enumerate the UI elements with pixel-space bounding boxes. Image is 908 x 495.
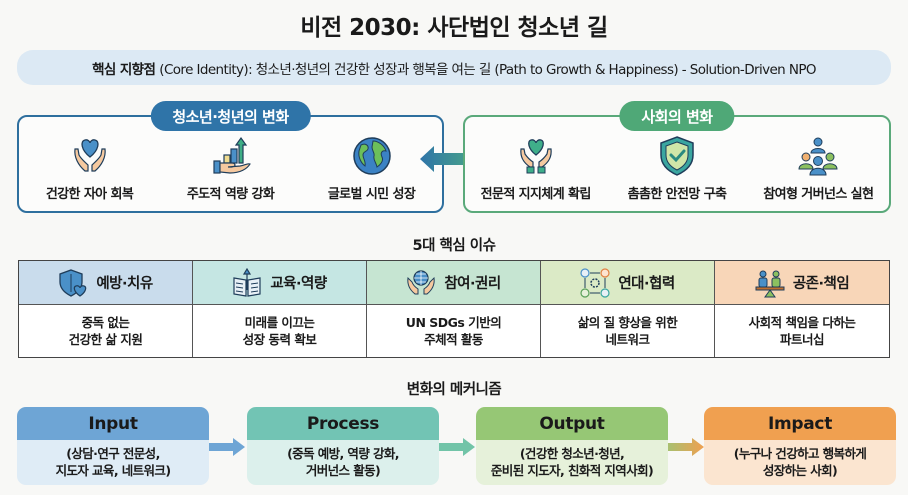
bidirectional-arrow-icon bbox=[420, 146, 488, 172]
social-item-label: 촘촘한 안전망 구축 bbox=[627, 187, 727, 202]
flow-step-label: Output bbox=[476, 407, 668, 440]
book-arrow-icon bbox=[233, 267, 261, 297]
issue-header: 예방·치유 bbox=[19, 261, 193, 305]
page-title: 비전 2030: 사단법인 청소년 길 bbox=[300, 15, 608, 41]
social-item-label: 전문적 지지체계 확립 bbox=[480, 187, 592, 202]
youth-item: 건강한 자아 회복 bbox=[20, 135, 160, 202]
issue-label: 참여·권리 bbox=[444, 276, 501, 292]
flow-step-process: Process (중독 예방, 역량 강화, 거버넌스 활동) bbox=[247, 407, 439, 485]
flow-step-desc: (상담·연구 전문성, 지도자 교육, 네트워크) bbox=[17, 440, 209, 485]
issue-label: 연대·협력 bbox=[618, 276, 675, 292]
issues-title: 5대 핵심 이슈 bbox=[412, 238, 496, 254]
arrow-right-icon bbox=[209, 438, 245, 456]
social-change-panel: 사회의 변화 전문적 지지체계 확립 촘촘한 안전망 구축 bbox=[463, 101, 891, 213]
flow-step-output: Output (건강한 청소년·청년, 준비된 지도자, 친화적 지역사회) bbox=[476, 407, 668, 485]
issue-header: 교육·역량 bbox=[193, 261, 367, 305]
identity-label: 핵심 지향점 bbox=[92, 61, 156, 78]
arrow-right-icon bbox=[439, 438, 475, 456]
shield-heart-icon bbox=[59, 268, 87, 297]
issue-description: 미래를 이끄는 성장 동력 확보 bbox=[193, 305, 367, 357]
hands-globe-icon bbox=[407, 269, 436, 294]
issue-description: 삶의 질 향상을 위한 네트워크 bbox=[541, 305, 715, 357]
issue-description: 사회적 책임을 다하는 파트너십 bbox=[748, 314, 856, 348]
social-item: 참여형 거버넌스 실현 bbox=[748, 135, 888, 202]
issue-label: 교육·역량 bbox=[270, 276, 327, 292]
youth-change-title: 청소년·청년의 변화 bbox=[150, 101, 311, 131]
core-issues-table: 예방·치유 교육·역량 참여·권리 연대·협력 bbox=[18, 260, 890, 358]
hands-heart-icon bbox=[73, 139, 106, 172]
flow-step-input: Input (상담·연구 전문성, 지도자 교육, 네트워크) bbox=[17, 407, 209, 485]
flow-step-impact: Impact (누구나 건강하고 행복하게 성장하는 사회) bbox=[704, 407, 896, 485]
balance-people-icon bbox=[755, 270, 785, 297]
issue-description: UN SDGs 기반의 주체적 활동 bbox=[367, 305, 541, 357]
social-item: 전문적 지지체계 확립 bbox=[466, 135, 606, 202]
mechanism-title: 변화의 메커니즘 bbox=[406, 382, 502, 398]
identity-text: (Core Identity): 청소년·청년의 건강한 성장과 행복을 여는 … bbox=[159, 61, 816, 78]
hand-growth-chart-icon bbox=[212, 136, 251, 174]
flow-step-desc: (건강한 청소년·청년, 준비된 지도자, 친화적 지역사회) bbox=[476, 440, 668, 485]
people-group-icon bbox=[798, 137, 838, 176]
flow-step-desc: (중독 예방, 역량 강화, 거버넌스 활동) bbox=[247, 440, 439, 485]
flow-step-label: Process bbox=[247, 407, 439, 440]
hands-heart-icon bbox=[519, 139, 552, 174]
issue-header: 참여·권리 bbox=[367, 261, 541, 305]
youth-item-label: 글로벌 시민 성장 bbox=[327, 187, 416, 202]
youth-change-panel: 청소년·청년의 변화 건강한 자아 회복 주도적 역량 강화 bbox=[17, 101, 444, 213]
arrow-right-icon bbox=[668, 438, 704, 456]
issue-header: 연대·협력 bbox=[541, 261, 715, 305]
social-item-label: 참여형 거버넌스 실현 bbox=[763, 187, 874, 202]
youth-item: 주도적 역량 강화 bbox=[161, 135, 301, 202]
flow-step-desc: (누구나 건강하고 행복하게 성장하는 사회) bbox=[704, 440, 896, 485]
youth-item: 글로벌 시민 성장 bbox=[302, 135, 442, 202]
network-gear-icon bbox=[580, 267, 610, 298]
core-identity-banner: 핵심 지향점 (Core Identity): 청소년·청년의 건강한 성장과 … bbox=[17, 50, 891, 85]
shield-check-icon bbox=[660, 136, 694, 176]
youth-item-label: 주도적 역량 강화 bbox=[186, 187, 275, 202]
issue-header: 공존·책임 bbox=[715, 261, 889, 305]
flow-step-label: Impact bbox=[704, 407, 896, 440]
social-item: 촘촘한 안전망 구축 bbox=[607, 135, 747, 202]
globe-icon bbox=[352, 137, 391, 175]
issue-label: 예방·치유 bbox=[96, 276, 153, 292]
social-change-title: 사회의 변화 bbox=[619, 101, 735, 131]
youth-item-label: 건강한 자아 회복 bbox=[45, 187, 134, 202]
flow-step-label: Input bbox=[17, 407, 209, 440]
issue-description: 중독 없는 건강한 삶 지원 bbox=[19, 305, 193, 357]
issue-label: 공존·책임 bbox=[792, 276, 850, 292]
